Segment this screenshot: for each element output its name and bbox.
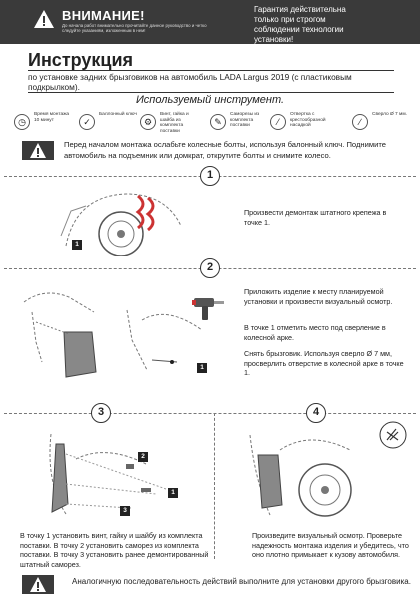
guarantee-note: Гарантия действительна только при строго… (254, 5, 346, 44)
callout-point: 1 (168, 488, 178, 498)
caution-marker (22, 141, 54, 160)
callout-point: 2 (138, 452, 148, 462)
step-number-badge: 2 (200, 258, 220, 278)
footer-note: Аналогичную последовательность действий … (72, 577, 411, 586)
callout-point: 3 (120, 506, 130, 516)
tool-label: Саморезы из комплекта поставки (230, 112, 260, 129)
title-divider (28, 70, 394, 71)
callout-point: 1 (197, 363, 207, 373)
subtitle-divider (28, 92, 394, 93)
warning-triangle-icon (30, 577, 46, 592)
step2-mudflap-fit-illustration (23, 292, 97, 378)
step3-text: В точку 1 установить винт, гайку и шайбу… (20, 531, 209, 569)
attention-title: ВНИМАНИЕ! (62, 8, 145, 23)
screw-kit-icon: ⚙ (140, 114, 156, 130)
step1-wheel-illustration (60, 193, 182, 256)
step2-drill-point-illustration (126, 309, 203, 371)
callout-point: 1 (72, 240, 82, 250)
step2-text-fit: Приложить изделие к месту планируемой ус… (244, 287, 393, 306)
tool-label: Сверло Ø 7 мм. (372, 112, 407, 117)
page-title: Инструкция (28, 50, 134, 70)
step4-result-illustration (249, 434, 352, 517)
step1-text: Произвести демонтаж штатного крепежа в т… (244, 208, 387, 227)
attention-note: До начала работ внимательно прочитайте д… (62, 23, 207, 34)
step-divider (4, 413, 416, 414)
column-divider (214, 413, 215, 559)
caution-marker (22, 575, 54, 594)
drill-icon (192, 298, 224, 320)
self-tapping-screw-icon: ✎ (210, 114, 226, 130)
step2-text-drill: Снять брызговик. Используя сверло Ø 7 мм… (244, 349, 404, 378)
inspect-icon (379, 421, 407, 449)
tool-label: Баллонный ключ (99, 112, 137, 117)
step-number-badge: 1 (200, 166, 220, 186)
step4-text: Произведите визуальный осмотр. Проверьте… (252, 531, 409, 560)
warning-triangle-icon (30, 143, 46, 158)
step-number-badge: 4 (306, 403, 326, 423)
tool-label: Отвертка с крестообразной насадкой (290, 112, 326, 129)
clock-icon: ◷ (14, 114, 30, 130)
drill-bit-icon: ∕ (352, 114, 368, 130)
warning-triangle-icon (34, 10, 54, 28)
tool-label: Винт, гайка и шайба из комплекта поставк… (160, 112, 189, 134)
step3-mounting-illustration (49, 433, 167, 515)
tools-heading: Используемый инструмент. (135, 94, 285, 106)
warning-header: ВНИМАНИЕ! До начала работ внимательно пр… (0, 0, 420, 44)
wrench-icon: ✓ (79, 114, 95, 130)
step2-text-mark: В точке 1 отметить место под сверление в… (244, 323, 386, 342)
page-subtitle: по установке задних брызговиков на автом… (28, 72, 352, 93)
tool-label: Время монтажа 10 минут (34, 112, 70, 123)
caution-text: Перед началом монтажа ослабьте колесные … (64, 140, 386, 160)
step-number-badge: 3 (91, 403, 111, 423)
screwdriver-icon: ⁄ (270, 114, 286, 130)
